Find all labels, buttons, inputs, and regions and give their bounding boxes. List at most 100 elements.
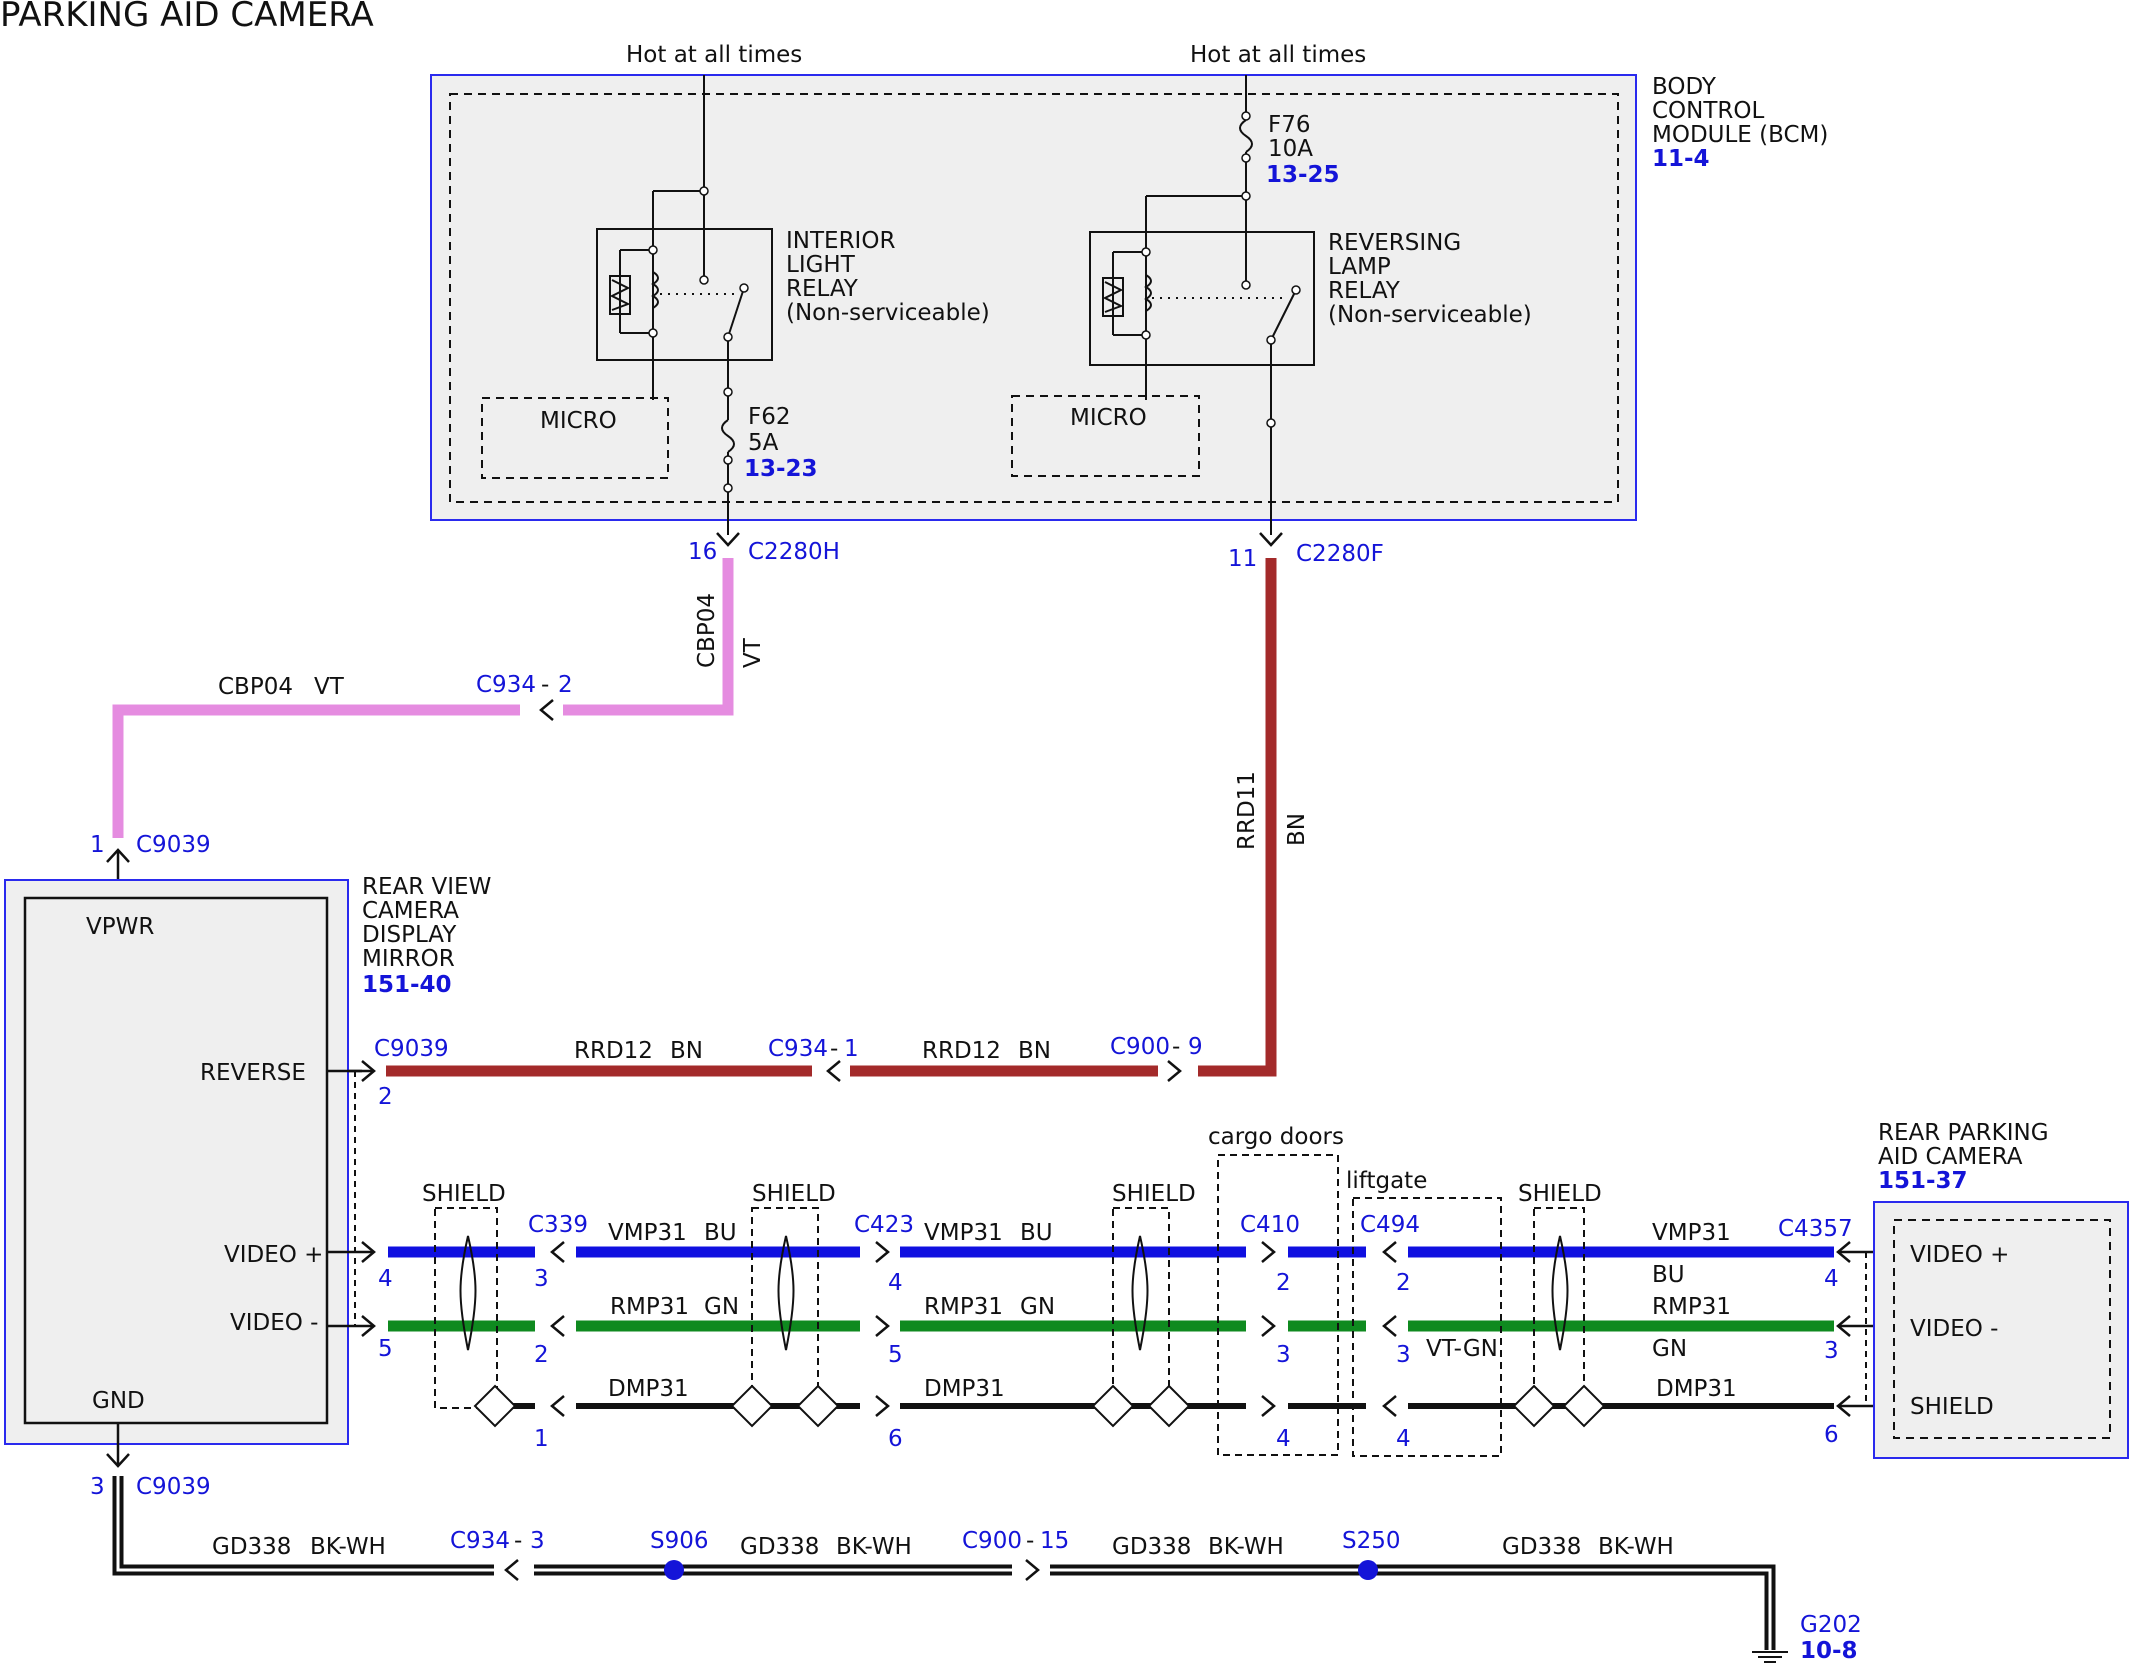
dmp31-label-2: DMP31 — [924, 1376, 1005, 1402]
dmp31-label-3: DMP31 — [1656, 1376, 1737, 1402]
c934-3-dash: - — [514, 1528, 522, 1554]
mirror-name-1: REAR VIEW — [362, 874, 491, 900]
fuse-f76-ref: 13-25 — [1266, 162, 1340, 188]
pin-c494-4: 4 — [1396, 1426, 1411, 1452]
c9039-3-label: C9039 — [136, 1474, 211, 1500]
pin-mirror-5: 5 — [378, 1336, 393, 1362]
reversing-relay-line-2: LAMP — [1328, 254, 1391, 280]
pin-c423-6: 6 — [888, 1426, 903, 1452]
splice-points — [664, 1560, 1378, 1580]
c900-15-pin: 15 — [1040, 1528, 1069, 1554]
g202-label: G202 — [1800, 1612, 1862, 1638]
c900-15-dash: - — [1026, 1528, 1034, 1554]
c423-label: C423 — [854, 1212, 914, 1238]
c900-9-label: C900 — [1110, 1034, 1170, 1060]
splice-s906 — [664, 1560, 684, 1580]
cbp04-color-v: VT — [740, 637, 766, 668]
bkwh-label-1: BK-WH — [310, 1534, 386, 1560]
micro-right-label: MICRO — [1070, 405, 1147, 431]
c2280f-pin: 11 — [1228, 546, 1257, 572]
c900-9-dash: - — [1172, 1034, 1180, 1060]
pin-c339-1: 1 — [534, 1426, 549, 1452]
bkwh-label-2: BK-WH — [836, 1534, 912, 1560]
interior-relay-line-1: INTERIOR — [786, 228, 895, 254]
shield-label-3: SHIELD — [1112, 1181, 1196, 1207]
wire-rrd11-bn — [1198, 558, 1277, 1077]
bcm-connector-symbols — [716, 532, 1283, 547]
wire-cbp04-vt — [112, 558, 734, 838]
interior-relay-line-4: (Non-serviceable) — [786, 300, 990, 326]
c9039-3-pin: 3 — [90, 1474, 105, 1500]
c900-15-label: C900 — [962, 1528, 1022, 1554]
bu-label-1: BU — [704, 1220, 737, 1246]
wire-gd338-bkwh — [112, 1476, 1776, 1650]
fuse-f76-name: F76 — [1268, 112, 1311, 138]
gd338-label-2: GD338 — [740, 1534, 819, 1560]
bu-label-3: BU — [1652, 1262, 1685, 1288]
cbp04-label-h: CBP04 — [218, 674, 293, 700]
reversing-relay-line-3: RELAY — [1328, 278, 1401, 304]
micro-right-box — [1011, 395, 1200, 477]
c934-2-pin: 2 — [558, 672, 573, 698]
ground-icon — [1752, 1651, 1788, 1663]
gn-label-3: GN — [1652, 1336, 1687, 1362]
mirror-name-3: DISPLAY — [362, 922, 457, 948]
c934-3-pin: 3 — [530, 1528, 545, 1554]
shield-twist-symbols — [459, 1235, 1569, 1351]
rrd12-label-right: RRD12 — [922, 1038, 1001, 1064]
gd338-connectors — [504, 1559, 1040, 1581]
mirror-reverse: REVERSE — [200, 1060, 306, 1086]
reversing-relay-line-1: REVERSING — [1328, 230, 1461, 256]
vmp31-label-1: VMP31 — [608, 1220, 687, 1246]
camera-module-outer — [1873, 1201, 2129, 1459]
bkwh-label-4: BK-WH — [1598, 1534, 1674, 1560]
c900-9-pin: 9 — [1188, 1034, 1203, 1060]
c410-label: C410 — [1240, 1212, 1300, 1238]
shield-label-1: SHIELD — [422, 1181, 506, 1207]
fuse-f76-rating: 10A — [1268, 136, 1313, 162]
pin-c423-5: 5 — [888, 1342, 903, 1368]
pin-c339-3: 3 — [534, 1266, 549, 1292]
camera-ref: 151-37 — [1878, 1168, 1968, 1194]
g202-ref: 10-8 — [1800, 1638, 1858, 1663]
c494-label: C494 — [1360, 1212, 1420, 1238]
pin-c494-2: 2 — [1396, 1270, 1411, 1296]
fuse-f62-ref: 13-23 — [744, 456, 818, 482]
shield-label-2: SHIELD — [752, 1181, 836, 1207]
mirror-video-plus: VIDEO + — [224, 1242, 323, 1268]
vtgn-label: VT-GN — [1426, 1336, 1498, 1362]
pin-mirror-4: 4 — [378, 1266, 393, 1292]
c9039-1-label: C9039 — [136, 832, 211, 858]
rmp31-label-1: RMP31 — [610, 1294, 689, 1320]
diagram-title: PARKING AID CAMERA — [0, 0, 374, 35]
reversing-relay-contacts — [1141, 111, 1301, 428]
rrd11-color: BN — [1284, 813, 1310, 846]
mirror-name-4: MIRROR — [362, 946, 455, 972]
shield-label-4: SHIELD — [1518, 1181, 1602, 1207]
c4357-label: C4357 — [1778, 1216, 1853, 1242]
pin-c4357-3: 3 — [1824, 1338, 1839, 1364]
cbp04-color-h: VT — [314, 674, 345, 700]
shield-drain-diamonds — [473, 1384, 1606, 1428]
gd338-label-1: GD338 — [212, 1534, 291, 1560]
bcm-name-2: CONTROL — [1652, 98, 1765, 124]
rrd12-label-left: RRD12 — [574, 1038, 653, 1064]
bcm-module — [430, 74, 1637, 521]
c339-label: C339 — [528, 1212, 588, 1238]
c2280h-pin: 16 — [688, 539, 717, 565]
cargo-doors-label: cargo doors — [1208, 1124, 1344, 1150]
vmp31-label-2: VMP31 — [924, 1220, 1003, 1246]
shield-boxes — [434, 1154, 1585, 1457]
vmp31-label-3: VMP31 — [1652, 1220, 1731, 1246]
micro-left-label: MICRO — [540, 408, 617, 434]
mirror-ref: 151-40 — [362, 972, 452, 998]
c9039-2-pin: 2 — [378, 1084, 393, 1110]
bkwh-label-3: BK-WH — [1208, 1534, 1284, 1560]
camera-name-1: REAR PARKING — [1878, 1120, 2049, 1146]
mirror-vpwr: VPWR — [86, 914, 154, 940]
pin-c423-4: 4 — [888, 1270, 903, 1296]
camera-module-inner — [1893, 1219, 2111, 1439]
pin-c4357-4: 4 — [1824, 1266, 1839, 1292]
bcm-name-3: MODULE (BCM) — [1652, 122, 1828, 148]
